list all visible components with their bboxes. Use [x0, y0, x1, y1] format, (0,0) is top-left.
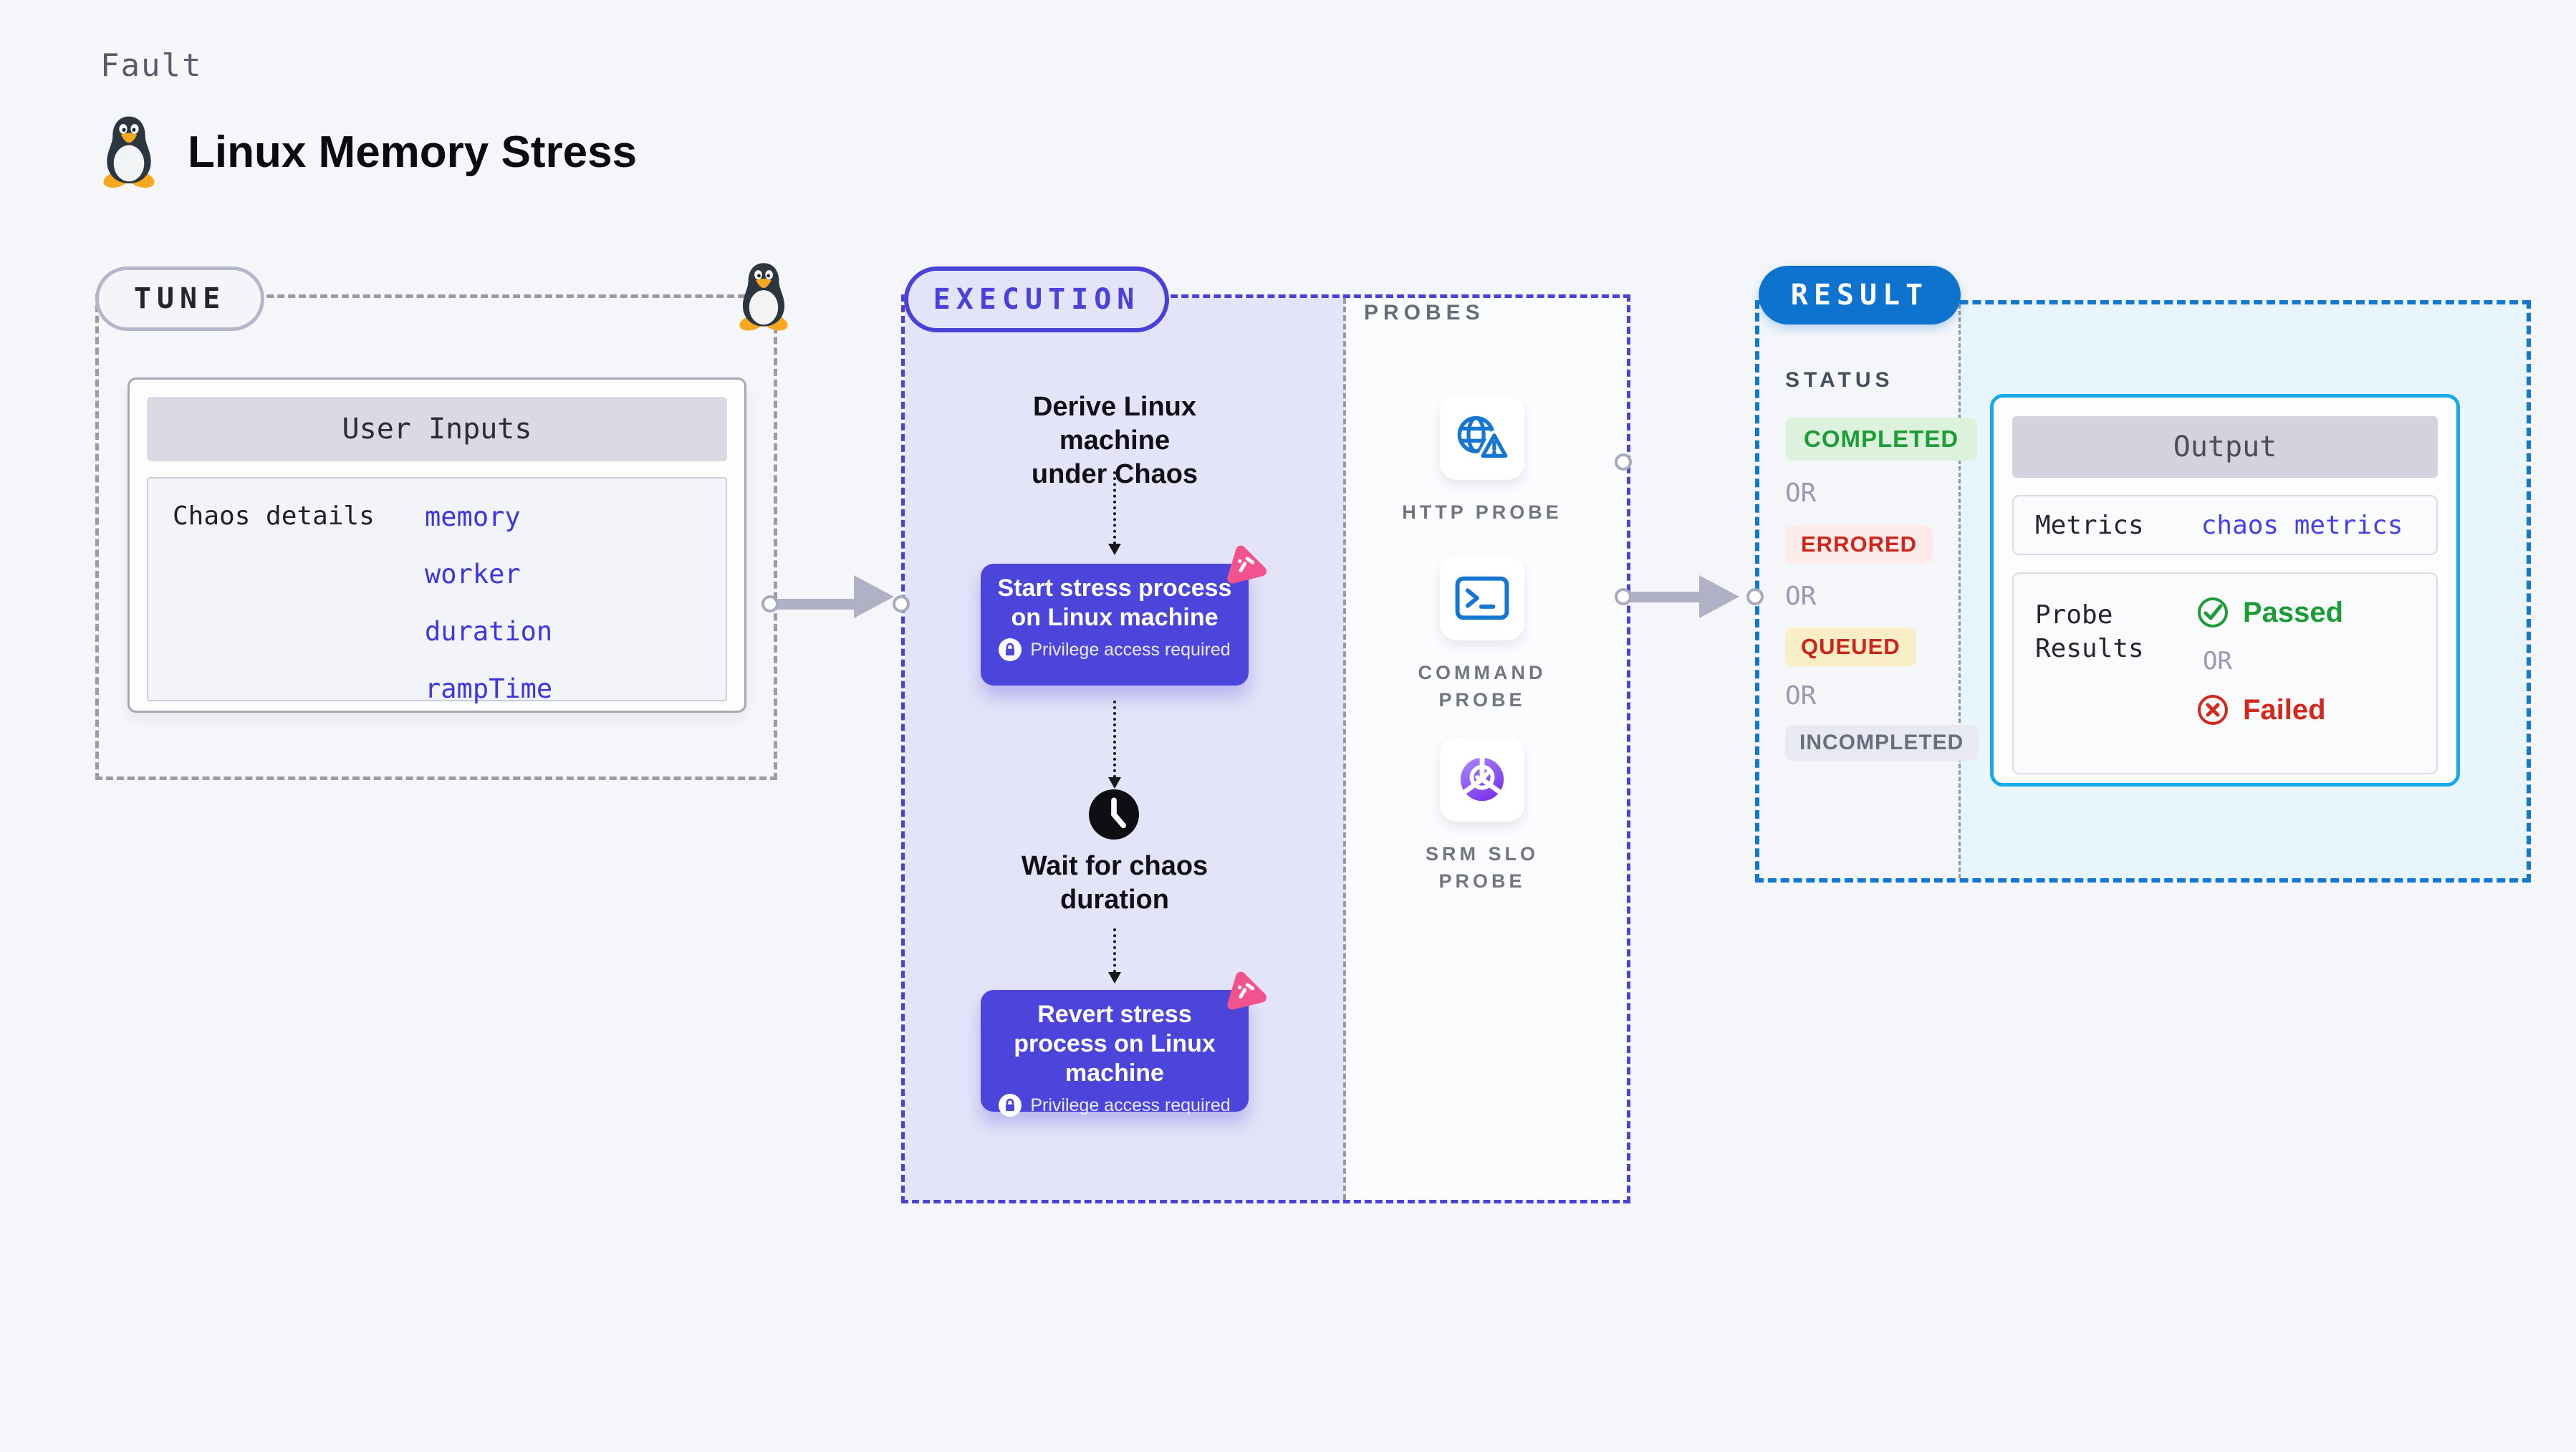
user-inputs-header: User Inputs [147, 397, 727, 461]
probe-results-label: Probe Results [2035, 600, 2144, 663]
input-ramptime: rampTime [425, 673, 553, 704]
tune-section-box [95, 294, 777, 780]
status-badge-completed: COMPLETED [1785, 418, 1978, 461]
metrics-row: Metrics chaos metrics [2012, 495, 2438, 555]
connector-dot-probes-upper [1615, 453, 1632, 471]
metrics-value-link: chaos metrics [2201, 510, 2403, 540]
revert-stress-title: Revert stress process on Linux machine [1014, 1001, 1216, 1087]
lock-icon [999, 638, 1022, 661]
wait-duration-label: Wait for chaos duration [1021, 851, 1208, 915]
clock-icon [1089, 789, 1139, 840]
probe-item-command: COMMAND PROBE [1375, 556, 1590, 713]
user-inputs-card: User Inputs Chaos details memory worker … [128, 378, 746, 713]
flow-arrow-2 [1108, 701, 1121, 789]
linux-tux-icon [100, 113, 158, 191]
terminal-icon [1455, 573, 1509, 623]
or-separator: OR [1785, 681, 1817, 711]
privilege-badge: Privilege access required [981, 638, 1249, 661]
x-circle-icon [2196, 693, 2230, 727]
passed-line: Passed [2196, 595, 2343, 630]
result-pill: RESULT [1759, 266, 1961, 324]
chaos-details-label: Chaos details [173, 501, 375, 531]
or-separator: OR [2203, 647, 2232, 675]
globe-warning-icon [1455, 413, 1509, 463]
fault-kicker: Fault [100, 47, 203, 84]
chaos-details-panel: Chaos details memory worker duration ram… [147, 477, 727, 704]
input-duration: duration [425, 616, 553, 647]
status-badge-queued: QUEUED [1785, 628, 1916, 666]
http-probe-card [1440, 395, 1524, 480]
chaos-experiment-icon [1221, 968, 1267, 1014]
check-circle-icon [2196, 595, 2230, 630]
pie-check-icon [1455, 754, 1509, 804]
status-badge-incompleted: INCOMPLETED [1785, 725, 1979, 761]
start-stress-title: Start stress process on Linux machine [997, 574, 1232, 631]
start-stress-node: Start stress process on Linux machine Pr… [981, 564, 1249, 686]
flow-arrow-3 [1108, 928, 1121, 984]
arrowhead-execution-to-result [1699, 575, 1739, 618]
or-separator: OR [1785, 582, 1817, 611]
probe-item-srm: SRM SLO PROBE [1375, 737, 1590, 895]
or-separator: OR [1785, 479, 1817, 508]
probe-results-row: Probe Results Passed OR Failed [2012, 572, 2438, 774]
chaos-experiment-icon [1221, 542, 1267, 587]
output-card: Output Metrics chaos metrics Probe Resul… [1990, 394, 2460, 787]
status-output-divider [1959, 304, 1961, 878]
probes-heading: PROBES [1364, 301, 1485, 324]
page-title: Linux Memory Stress [188, 127, 638, 177]
failed-line: Failed [2196, 693, 2343, 727]
connector-dot-probes-out [1615, 588, 1632, 605]
connector-dot-execution-in [893, 595, 910, 612]
privilege-badge: Privilege access required [981, 1094, 1249, 1117]
arrow-execution-to-result [1628, 592, 1702, 602]
status-badge-errored: ERRORED [1785, 525, 1933, 564]
tune-pill: TUNE [95, 266, 264, 331]
http-probe-label: HTTP PROBE [1402, 501, 1562, 523]
probe-item-http: HTTP PROBE [1375, 395, 1590, 526]
execution-probes-divider [1343, 298, 1346, 1200]
srm-slo-probe-card [1440, 737, 1524, 822]
revert-stress-node: Revert stress process on Linux machine P… [981, 990, 1249, 1112]
connector-dot-tune-out [761, 595, 779, 612]
srm-slo-probe-label: SRM SLO PROBE [1425, 843, 1539, 892]
linux-tux-corner-icon [736, 262, 791, 331]
input-memory: memory [425, 501, 521, 532]
status-heading: STATUS [1785, 368, 1894, 392]
lock-icon [999, 1094, 1022, 1117]
flow-arrow-1 [1108, 471, 1121, 555]
command-probe-card [1440, 556, 1524, 640]
probe-results-values: Passed OR Failed [2196, 595, 2343, 773]
chaos-input-list: memory worker duration rampTime [425, 501, 552, 731]
failed-label: Failed [2243, 693, 2326, 726]
arrowhead-tune-to-execution [854, 575, 894, 618]
metrics-label: Metrics [2035, 510, 2144, 540]
connector-dot-result-in [1746, 588, 1764, 605]
input-worker: worker [425, 559, 521, 590]
passed-label: Passed [2243, 596, 2344, 628]
arrow-tune-to-execution [774, 599, 857, 610]
execution-pill: EXECUTION [904, 266, 1169, 332]
page-header: Linux Memory Stress [100, 113, 637, 191]
command-probe-label: COMMAND PROBE [1418, 662, 1547, 711]
output-header: Output [2012, 416, 2438, 478]
